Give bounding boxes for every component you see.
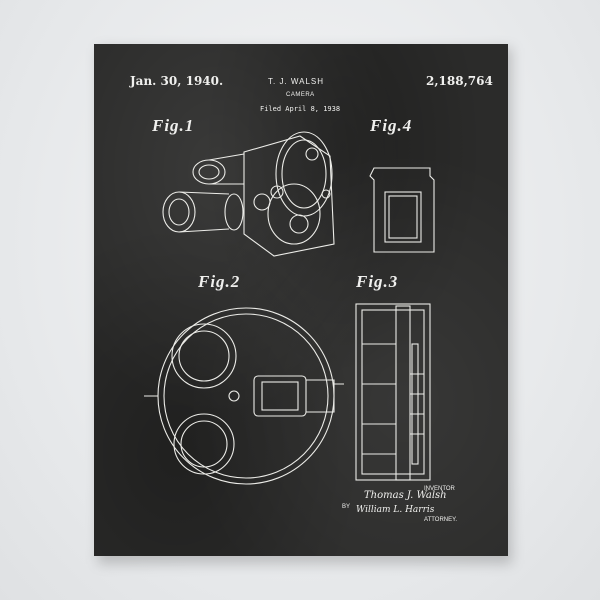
by-label: BY [342, 504, 351, 510]
patent-title: CAMERA [286, 92, 315, 98]
inventor-signature: Thomas J. Walsh [364, 490, 447, 501]
patent-date: Jan. 30, 1940. [130, 74, 224, 88]
filed-date: Filed April 8, 1938 [260, 105, 341, 113]
attorney-label: ATTORNEY. [424, 517, 458, 523]
fig1-label: Fig.1 [152, 116, 195, 135]
fig2-turret-drawing [144, 307, 344, 485]
fig4-drawing [369, 167, 435, 253]
fig3-label: Fig.3 [356, 272, 399, 291]
patent-drawings [144, 131, 435, 485]
fig4-label: Fig.4 [370, 116, 413, 135]
patent-number: 2,188,764 [426, 74, 493, 88]
fig1-camera-drawing [162, 131, 335, 257]
inventor-header: T. J. WALSH [268, 77, 325, 86]
patent-poster: Jan. 30, 1940. T. J. WALSH CAMERA Filed … [94, 44, 508, 556]
attorney-signature: William L. Harris [356, 505, 435, 515]
fig3-section-drawing [355, 303, 431, 481]
inventor-label: INVENTOR [424, 486, 455, 492]
fig2-label: Fig.2 [198, 272, 241, 291]
